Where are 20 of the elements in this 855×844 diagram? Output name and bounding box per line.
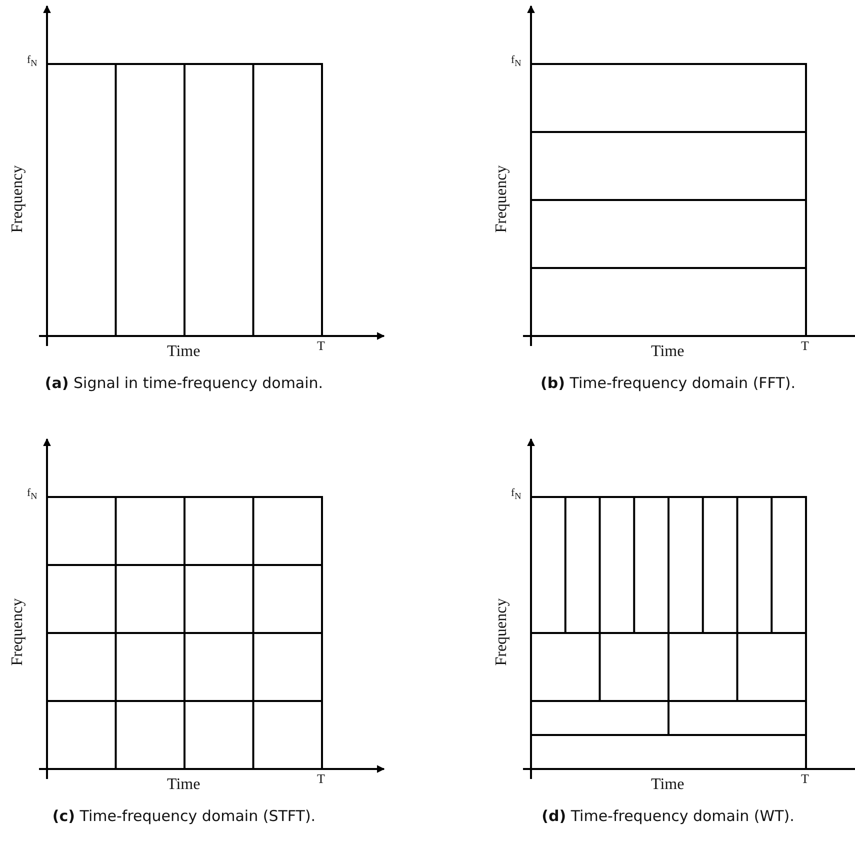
figure-caption: (c) Time-frequency domain (STFT). bbox=[52, 809, 316, 824]
axis-end-label: T bbox=[801, 772, 809, 785]
axis-end-label: T bbox=[317, 772, 325, 785]
axis-title: Time bbox=[167, 777, 200, 793]
axis-title: Time bbox=[651, 777, 684, 793]
figure-caption: (a) Signal in time-frequency domain. bbox=[44, 376, 324, 391]
axis-end-label: T bbox=[317, 339, 325, 352]
axis-title: Frequency bbox=[494, 165, 510, 233]
axis-max-label: f$_{N}$ bbox=[27, 55, 38, 68]
axis-title: Time bbox=[651, 344, 684, 360]
figure-caption: (d) Time-frequency domain (WT). bbox=[542, 809, 794, 824]
axis-end-label: T bbox=[801, 339, 809, 352]
axis-max-label: f$_{N}$ bbox=[511, 488, 522, 502]
axis-title: Frequency bbox=[494, 598, 510, 666]
axis-max-label: f$_{N}$ bbox=[511, 55, 522, 68]
axis-title: Frequency bbox=[10, 598, 26, 666]
axis-max-label: f$_{N}$ bbox=[27, 488, 38, 502]
figure-caption: (b) Time-frequency domain (FFT). bbox=[540, 376, 796, 391]
axis-title: Frequency bbox=[10, 165, 26, 233]
axis-title: Time bbox=[167, 344, 200, 360]
